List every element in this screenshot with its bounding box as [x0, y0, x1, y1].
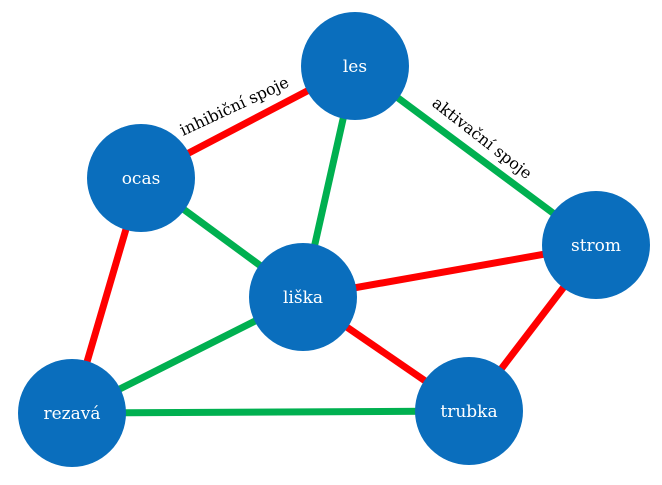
nodes-layer: les ocas strom liška rezavá trubka	[18, 12, 650, 467]
node-les: les	[301, 12, 409, 120]
edges-layer	[68, 62, 599, 417]
node-circle-liska	[249, 243, 357, 351]
node-label-trubka: trubka	[440, 402, 497, 422]
node-liska: liška	[249, 243, 357, 351]
node-label-liska: liška	[283, 288, 323, 308]
node-label-rezava: rezavá	[43, 404, 100, 424]
node-label-les: les	[343, 57, 367, 77]
node-label-ocas: ocas	[122, 169, 161, 189]
edge-rezava-trubka	[71, 407, 470, 417]
node-circle-ocas	[87, 124, 195, 232]
node-strom: strom	[542, 191, 650, 299]
activating-edge-label: aktivační spoje	[429, 93, 536, 183]
node-trubka: trubka	[415, 357, 523, 465]
node-circle-rezava	[18, 359, 126, 467]
node-circle-strom	[542, 191, 650, 299]
node-ocas: ocas	[87, 124, 195, 232]
node-label-strom: strom	[571, 236, 621, 256]
node-circle-trubka	[415, 357, 523, 465]
node-circle-les	[301, 12, 409, 120]
node-rezava: rezavá	[18, 359, 126, 467]
